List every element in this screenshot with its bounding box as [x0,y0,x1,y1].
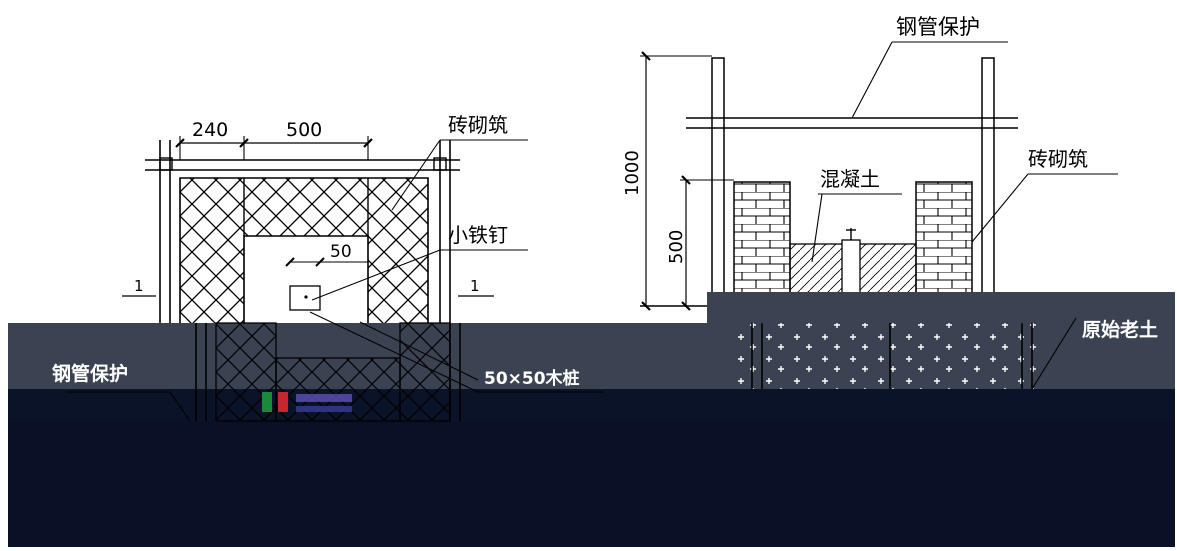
dim-1000-label: 1000 [622,150,643,196]
label-concrete: 混凝土 [820,167,880,191]
pipe-post-left [711,57,725,309]
section-mark-left: 1 [134,277,144,295]
label-brick-masonry: 砖砌筑 [448,113,508,137]
right-section-view: 1000 500 钢管保护 砖砌筑 混凝土 [622,15,1118,311]
brick-column-right [915,181,973,307]
dim-500-vertical-label: 500 [666,230,687,264]
watermark-logo-green [262,392,272,412]
dim-500-label: 500 [286,119,322,141]
label-wood-stake: 50×50木桩 [484,368,580,389]
dim-50-label: 50 [330,242,352,262]
wood-stake [289,285,321,311]
label-original-soil: 原始老土 [1082,318,1158,341]
overlay-band-slate-right [707,292,1175,324]
brick-column-left [733,181,791,307]
watermark-text-bar [296,394,352,402]
original-soil-pattern [730,323,1040,389]
dim-240-label: 240 [192,119,228,141]
watermark-logo-red [278,392,288,412]
bottom-overlay: 50×50木桩 钢管保护 原始老土 [8,292,1175,547]
overlay-band-navy [8,421,1175,547]
label-pipe-protection-left: 钢管保护 [52,362,128,385]
label-pipe-protection-top: 钢管保护 [896,15,980,39]
overlay-band-navy-mid [8,389,1175,421]
nail-icon [304,295,308,299]
watermark-text-bar-2 [296,406,352,412]
corner-post-right [433,157,447,171]
label-small-nail: 小铁钉 [448,223,508,247]
label-brick-masonry-right: 砖砌筑 [1028,147,1088,171]
pipe-post-right [981,57,995,309]
section-mark-right: 1 [470,277,480,295]
left-plan-view: 240 500 50 砖砌筑 小铁钉 1 1 [122,113,528,331]
corner-post-left [159,157,173,171]
